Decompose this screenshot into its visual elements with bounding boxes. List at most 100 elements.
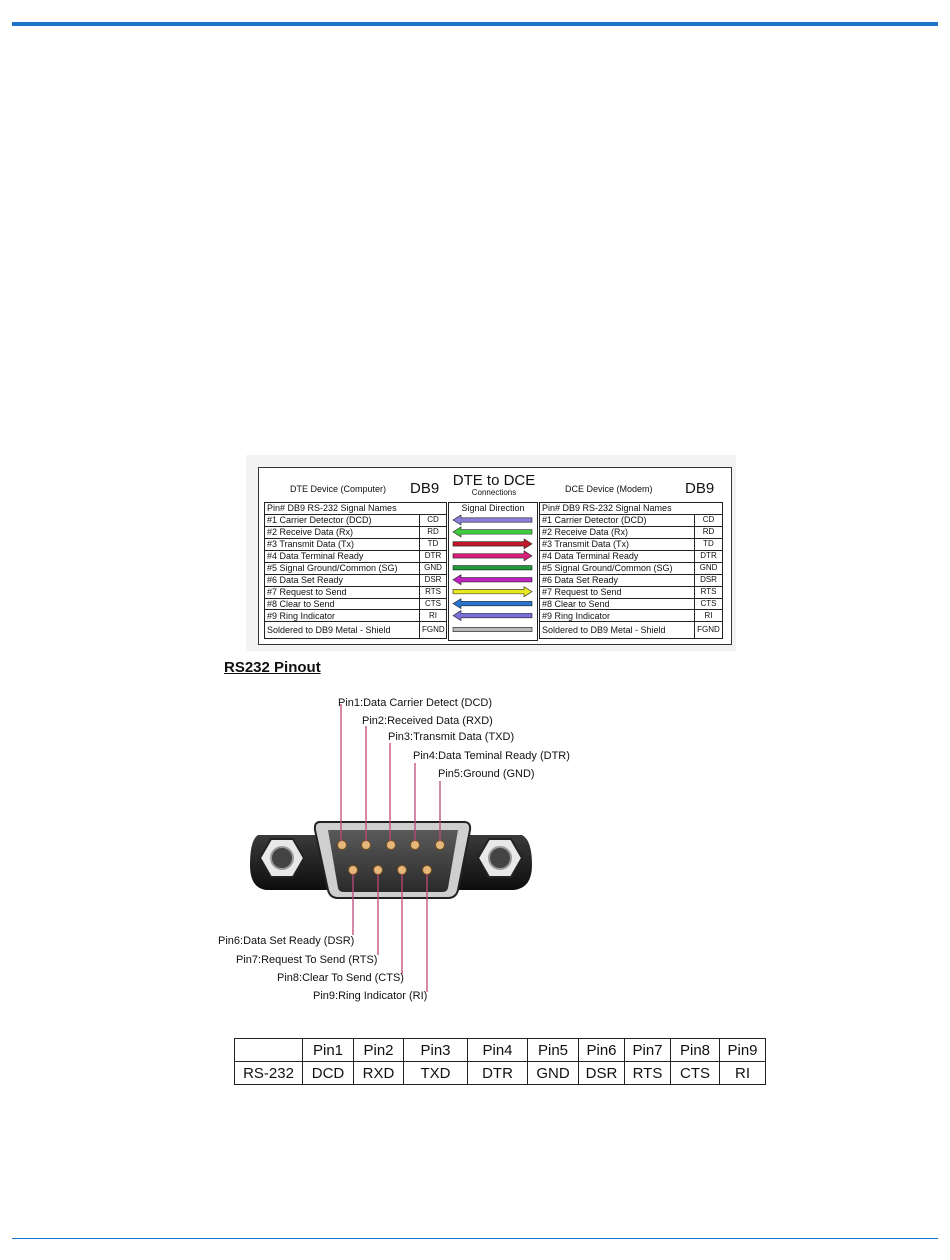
signal-arrow-fgnd xyxy=(452,627,533,633)
db9-connector-illustration xyxy=(250,704,532,992)
pin-table-cell: CTS xyxy=(670,1061,720,1085)
pin-table-header-row: Pin1 Pin2 Pin3 Pin4 Pin5 Pin6 Pin7 Pin8 … xyxy=(234,1038,766,1062)
pin-table-row: RS-232 DCD RXD TXD DTR GND DSR RTS CTS R… xyxy=(234,1061,766,1085)
pin-table-cell: TXD xyxy=(403,1061,468,1085)
db9-left-label: DB9 xyxy=(410,480,440,497)
dte-signal-abbr: CTS xyxy=(418,597,448,611)
pin-table-header-cell: Pin2 xyxy=(353,1038,404,1062)
pin-6-icon xyxy=(348,865,358,875)
pin-3-icon xyxy=(386,840,396,850)
dce-signal-abbr: TD xyxy=(693,537,724,551)
connector-face xyxy=(328,830,458,892)
pin-table-cell: GND xyxy=(527,1061,579,1085)
dte-signal-table: Pin# DB9 RS-232 Signal Names #1 Carrier … xyxy=(263,502,448,640)
signal-arrow-gnd xyxy=(452,565,533,571)
pin-table-cell: RS-232 xyxy=(234,1061,303,1085)
pin-table-cell: DSR xyxy=(578,1061,625,1085)
dte-signal-abbr: TD xyxy=(418,537,448,551)
pin-table-header-cell xyxy=(234,1038,303,1062)
pin-table-cell: DTR xyxy=(467,1061,528,1085)
dte-signal-abbr: RI xyxy=(418,609,448,623)
dce-signal-abbr: RD xyxy=(693,525,724,539)
dce-signal-name: #5 Signal Ground/Common (SG) xyxy=(539,561,695,575)
dce-signal-name: #6 Data Set Ready xyxy=(539,573,695,587)
dce-signal-abbr: RTS xyxy=(693,585,724,599)
figure-title: DTE to DCE xyxy=(452,472,536,489)
dce-signal-name: #3 Transmit Data (Tx) xyxy=(539,537,695,551)
signal-arrow-cts xyxy=(452,598,533,610)
pin-7-label: Pin7:Request To Send (RTS) xyxy=(236,954,378,966)
pin-table-cell: RTS xyxy=(624,1061,671,1085)
pin-table-header-cell: Pin5 xyxy=(527,1038,579,1062)
pin-1-icon xyxy=(337,840,347,850)
dce-signal-abbr: FGND xyxy=(693,621,724,640)
dce-signal-name: #7 Request to Send xyxy=(539,585,695,599)
signal-arrow-cd xyxy=(452,514,533,526)
dce-signal-name: Soldered to DB9 Metal - Shield xyxy=(539,621,695,640)
pin-table-header-cell: Pin3 xyxy=(403,1038,468,1062)
signal-arrow-td xyxy=(452,538,533,550)
pin-2-icon xyxy=(361,840,371,850)
pin-3-label: Pin3:Transmit Data (TXD) xyxy=(388,731,515,743)
dce-signal-name: #8 Clear to Send xyxy=(539,597,695,611)
pin-7-icon xyxy=(373,865,383,875)
dce-signal-abbr: CD xyxy=(693,513,724,527)
footer-rule xyxy=(12,1238,938,1239)
pin-5-icon xyxy=(435,840,445,850)
dte-signal-name: #8 Clear to Send xyxy=(264,597,420,611)
dte-signal-name: #3 Transmit Data (Tx) xyxy=(264,537,420,551)
dte-signal-abbr: RD xyxy=(418,525,448,539)
dce-signal-name: #9 Ring Indicator xyxy=(539,609,695,623)
signal-direction-header: Signal Direction xyxy=(461,503,525,513)
pin-table-header-cell: Pin9 xyxy=(719,1038,766,1062)
signal-arrows xyxy=(452,514,533,633)
dte-signal-abbr: GND xyxy=(418,561,448,575)
pin-table-header-cell: Pin1 xyxy=(302,1038,354,1062)
dte-signal-name: #6 Data Set Ready xyxy=(264,573,420,587)
pin-8-label: Pin8:Clear To Send (CTS) xyxy=(277,972,404,984)
left-screw-icon xyxy=(258,838,306,878)
rs232-pin-table: Pin1 Pin2 Pin3 Pin4 Pin5 Pin6 Pin7 Pin8 … xyxy=(234,1038,766,1085)
dce-signal-name: #2 Receive Data (Rx) xyxy=(539,525,695,539)
dce-signal-abbr: RI xyxy=(693,609,724,623)
dte-signal-name: #2 Receive Data (Rx) xyxy=(264,525,420,539)
dce-signal-name: #4 Data Terminal Ready xyxy=(539,549,695,563)
dte-table-header: Pin# DB9 RS-232 Signal Names xyxy=(263,502,448,515)
dte-signal-abbr: FGND xyxy=(418,621,448,640)
pin-table-header-cell: Pin7 xyxy=(624,1038,671,1062)
dte-signal-abbr: CD xyxy=(418,513,448,527)
pin-table-header-cell: Pin8 xyxy=(670,1038,720,1062)
dte-caption: DTE Device (Computer) xyxy=(290,484,387,494)
db9-right-label: DB9 xyxy=(685,480,715,497)
dte-signal-name: #9 Ring Indicator xyxy=(264,609,420,623)
right-screw-icon xyxy=(476,838,524,878)
pin-2-label: Pin2:Received Data (RXD) xyxy=(362,715,493,727)
dte-signal-name: #5 Signal Ground/Common (SG) xyxy=(264,561,420,575)
pin-9-icon xyxy=(422,865,432,875)
dce-signal-abbr: CTS xyxy=(693,597,724,611)
dte-signal-abbr: DTR xyxy=(418,549,448,563)
pin-8-icon xyxy=(397,865,407,875)
signal-arrow-rd xyxy=(452,526,533,538)
pinout-heading: RS232 Pinout xyxy=(224,659,321,676)
dte-signal-name: Soldered to DB9 Metal - Shield xyxy=(264,621,420,640)
pin-9-label: Pin9:Ring Indicator (RI) xyxy=(313,990,428,1002)
signal-arrow-dtr xyxy=(452,550,533,562)
pin-4-icon xyxy=(410,840,420,850)
header-rule xyxy=(12,22,938,26)
pin-table-header-cell: Pin4 xyxy=(467,1038,528,1062)
dce-table-header: Pin# DB9 RS-232 Signal Names xyxy=(538,502,724,515)
signal-arrow-rts xyxy=(452,586,533,598)
signal-arrow-ri xyxy=(452,610,533,622)
dce-caption: DCE Device (Modem) xyxy=(565,484,653,494)
pin-1-label: Pin1:Data Carrier Detect (DCD) xyxy=(338,697,493,709)
dce-signal-name: #1 Carrier Detector (DCD) xyxy=(539,513,695,527)
dte-signal-abbr: RTS xyxy=(418,585,448,599)
pin-table-header-cell: Pin6 xyxy=(578,1038,625,1062)
pin-table-cell: RXD xyxy=(353,1061,404,1085)
dte-signal-abbr: DSR xyxy=(418,573,448,587)
dce-signal-abbr: GND xyxy=(693,561,724,575)
dte-signal-name: #4 Data Terminal Ready xyxy=(264,549,420,563)
dce-signal-abbr: DSR xyxy=(693,573,724,587)
figure-subtitle: Connections xyxy=(471,488,517,497)
